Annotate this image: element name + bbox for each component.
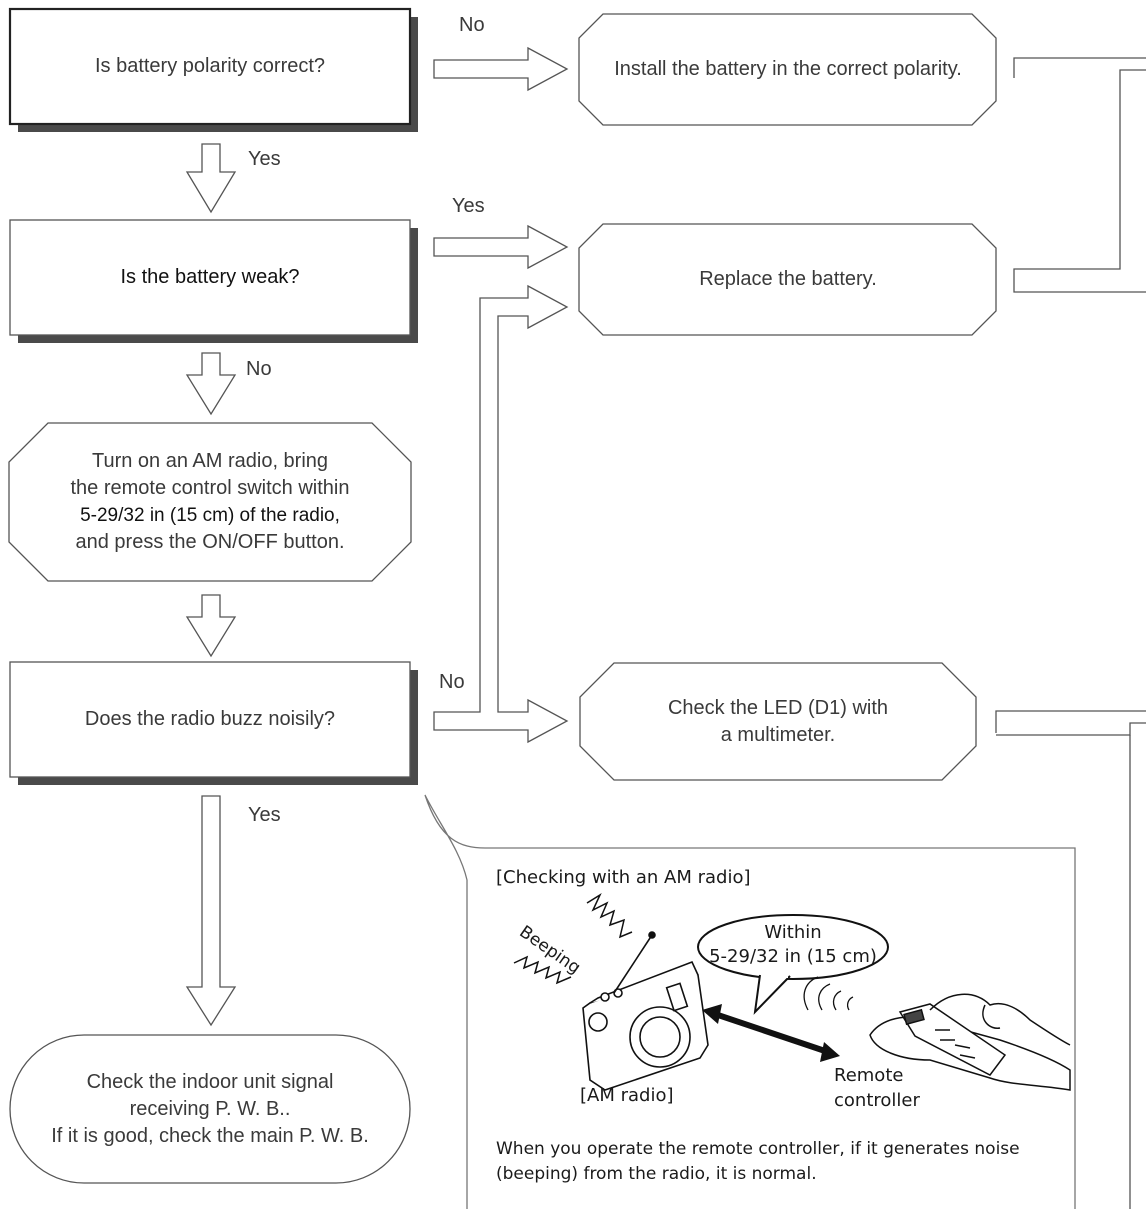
weak-box (9, 219, 411, 336)
remote-controller-label: Remote controller (834, 1063, 920, 1113)
signal-line-1: Check the indoor unit signal (86, 1070, 334, 1093)
signal-terminal-text: Check the indoor unit signal receiving P… (10, 1035, 410, 1183)
signal-line-3: If it is good, check the main P. W. B. (51, 1124, 369, 1147)
led-box (579, 662, 977, 781)
signal-line-2: receiving P. W. B.. (129, 1097, 291, 1120)
led-line-2: a multimeter. (720, 723, 836, 746)
polarity-box (8, 7, 412, 126)
down-arrow-yes-4 (185, 795, 237, 1027)
install-return-line (1013, 57, 1146, 78)
install-return-line-inner (1013, 69, 1146, 293)
remote-controller-illustration (869, 993, 1071, 1091)
distance-bubble (697, 914, 889, 980)
bubble-line-2: 5-29/32 in (15 cm) (709, 946, 877, 967)
callout-heading: [Checking with an AM radio] (496, 867, 751, 888)
am-radio-label: [AM radio] (580, 1085, 674, 1106)
led-action: Check the LED (D1) with a multimeter. (580, 663, 976, 780)
label-weak-yes: Yes (452, 195, 485, 217)
led-return-line (995, 710, 1146, 733)
buzz-question: Does the radio buzz noisily? (84, 708, 336, 730)
label-buzz-no: No (439, 671, 465, 693)
radio-step-action: Turn on an AM radio, bring the remote co… (9, 423, 411, 581)
bubble-tail (753, 974, 791, 1015)
led-return-line-inner (996, 722, 1146, 736)
split-arrow-no-3 (433, 284, 569, 744)
replace-box (578, 223, 997, 336)
radio-step-line-2: the remote control switch within (70, 477, 350, 499)
label-polarity-no: No (459, 14, 485, 36)
bubble-text: Within 5-29/32 in (15 cm) (698, 921, 888, 969)
bubble-line-1: Within (764, 922, 822, 943)
right-arrow-yes-2 (433, 224, 569, 270)
signal-wave-2 (818, 983, 831, 1011)
distance-arrow-line (711, 1010, 829, 1055)
beeping-wave-1 (586, 893, 633, 939)
am-radio-illustration (582, 931, 709, 1091)
label-weak-no: No (246, 358, 272, 380)
distance-arrow-head-left (702, 1004, 722, 1024)
footer-line-1: When you operate the remote controller, … (496, 1139, 1020, 1159)
down-arrow-3 (185, 594, 237, 658)
install-action: Install the battery in the correct polar… (614, 58, 962, 80)
right-arrow-no-1 (433, 46, 569, 92)
radio-step-line-1: Turn on an AM radio, bring (91, 450, 329, 472)
polarity-question: Is battery polarity correct? (94, 55, 326, 77)
signal-wave-4 (846, 996, 854, 1011)
label-buzz-yes: Yes (248, 804, 281, 826)
signal-terminal (9, 1034, 411, 1184)
down-arrow-yes-1 (185, 143, 237, 214)
buzz-box (9, 661, 411, 778)
down-arrow-no-2 (185, 352, 237, 416)
callout-footer: When you operate the remote controller, … (496, 1137, 1020, 1187)
radio-step-line-3: 5-29/32 in (15 cm) of the radio, (80, 505, 340, 526)
led-line-1: Check the LED (D1) with (667, 696, 889, 719)
signal-wave-3 (832, 990, 842, 1011)
replace-action: Replace the battery. (699, 268, 877, 290)
radio-step-line-4: and press the ON/OFF button. (75, 531, 345, 553)
radio-step-box (8, 422, 412, 582)
beeping-wave-2 (513, 955, 572, 985)
remote-line-1: Remote (834, 1065, 904, 1086)
install-box (578, 13, 997, 126)
label-polarity-yes: Yes (248, 148, 281, 170)
signal-wave-1 (803, 976, 819, 1011)
footer-line-2: (beeping) from the radio, it is normal. (496, 1164, 817, 1184)
distance-arrow-head-right (820, 1042, 840, 1062)
remote-line-2: controller (834, 1090, 920, 1111)
callout-frame (424, 794, 1076, 1209)
weak-question: Is the battery weak? (120, 266, 300, 288)
